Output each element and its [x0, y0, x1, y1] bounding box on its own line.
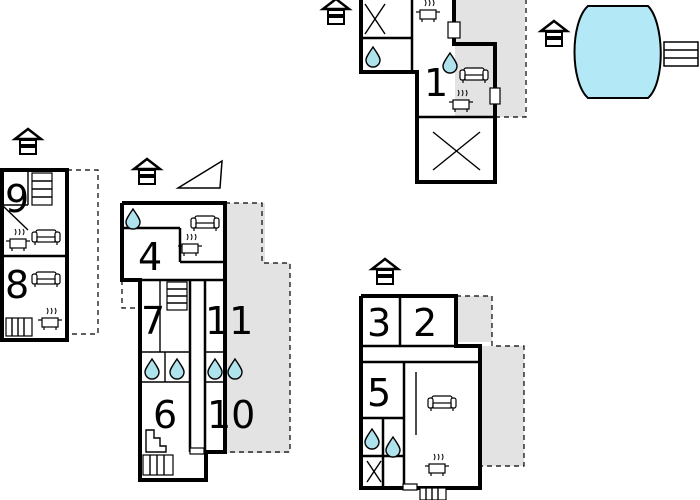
water-drop-icon: [365, 46, 381, 68]
room-number-4: 4: [138, 235, 162, 279]
sofa-icon: [190, 215, 220, 232]
room-number-9: 9: [5, 177, 29, 221]
cooking-pot-icon: [5, 228, 31, 252]
building-rooms-8-9: 9 8: [0, 127, 99, 342]
entrance-arrow-icon: [132, 157, 162, 186]
stairs-icon: [145, 429, 167, 453]
building-rooms-4-6-7-10-11: 4 7 11 6 10: [120, 157, 291, 482]
room-number-2: 2: [413, 301, 437, 345]
stairs-icon: [419, 487, 447, 500]
void-cross-icon: [366, 460, 382, 483]
stairs-icon: [142, 454, 174, 476]
building-room-1: 1: [321, 0, 527, 184]
entrance-arrow-icon: [539, 19, 569, 48]
cooking-pot-icon: [37, 307, 63, 331]
water-drop-icon: [169, 358, 185, 380]
water-drop-icon: [144, 358, 160, 380]
north-arrow-icon: [175, 159, 223, 189]
stairs-icon: [5, 317, 33, 337]
entrance-arrow-icon: [13, 127, 43, 156]
room-number-3: 3: [367, 301, 391, 345]
swimming-pool: [539, 5, 699, 99]
room-number-1: 1: [424, 61, 448, 105]
water-drop-icon: [364, 428, 380, 450]
room-number-11: 11: [205, 299, 253, 343]
stairs-icon: [31, 172, 53, 206]
room-number-10: 10: [207, 393, 255, 437]
room-number-7: 7: [141, 299, 165, 343]
cooking-pot-icon: [424, 453, 450, 477]
cooking-pot-icon: [415, 0, 441, 23]
cooking-pot-icon: [177, 233, 203, 257]
stairs-icon: [166, 281, 188, 311]
void-cross-icon: [364, 3, 386, 35]
water-drop-icon: [125, 208, 141, 230]
sofa-icon: [31, 229, 61, 246]
building-rooms-2-3-5: 3 2 5: [359, 257, 525, 500]
room-number-5: 5: [367, 371, 391, 415]
void-cross-icon: [432, 131, 481, 171]
room-number-6: 6: [153, 393, 177, 437]
sofa-icon: [427, 395, 457, 412]
entrance-arrow-icon: [370, 257, 400, 286]
water-drop-icon: [207, 358, 223, 380]
room-number-8: 8: [5, 263, 29, 307]
sofa-icon: [31, 271, 61, 288]
entrance-arrow-icon: [321, 0, 351, 26]
water-drop-icon: [385, 436, 401, 458]
